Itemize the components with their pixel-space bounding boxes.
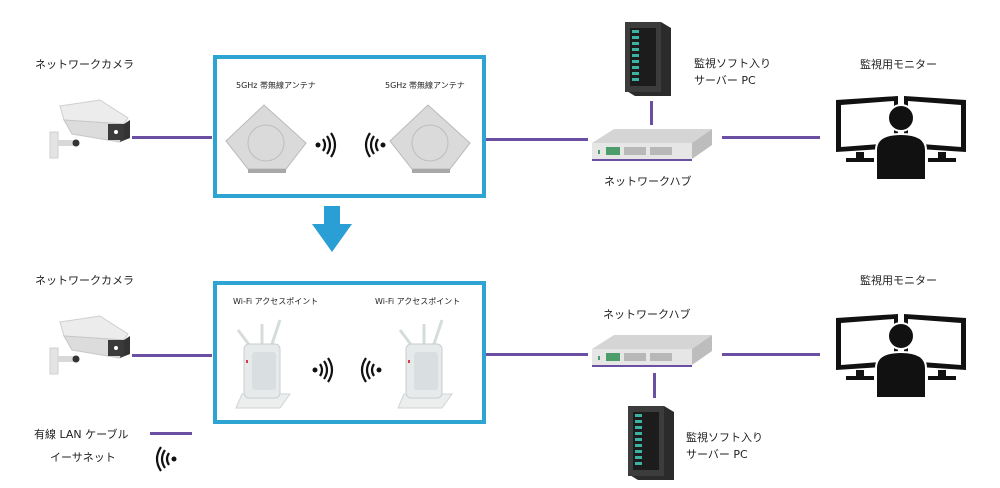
top-camera-label: ネットワークカメラ	[35, 58, 134, 71]
antenna-icon	[389, 103, 472, 173]
bottom-monitor-label: 監視用モニター	[860, 274, 937, 287]
server-tower-icon	[628, 402, 674, 480]
wire-hub-monitor	[722, 136, 820, 139]
antenna-icon	[225, 103, 308, 173]
wireless-signal-icon	[360, 357, 382, 383]
ap-left-label: Wi-Fi アクセスポイント	[233, 297, 319, 306]
legend-wire-sample	[150, 432, 192, 435]
top-monitor-label: 監視用モニター	[860, 58, 937, 71]
top-server-label-1: 監視ソフト入り	[694, 57, 771, 70]
wireless-signal-icon	[315, 132, 337, 158]
operator-monitor-icon	[836, 96, 966, 181]
wireless-signal-icon	[364, 132, 386, 158]
wire-hub-monitor	[722, 353, 820, 356]
security-camera-icon	[49, 98, 132, 163]
network-hub-icon	[592, 127, 712, 165]
operator-monitor-icon	[836, 314, 966, 399]
wire-camera-ap	[132, 354, 212, 357]
wifi-router-icon	[397, 319, 454, 410]
wifi-router-icon	[235, 319, 292, 410]
wire-antenna-hub	[486, 138, 588, 141]
wireless-signal-icon	[312, 357, 334, 383]
antenna-right-label: 5GHz 帯無線アンテナ	[385, 81, 465, 90]
legend-wired-label: 有線 LAN ケーブル	[34, 428, 129, 441]
network-hub-icon	[592, 333, 712, 371]
bottom-camera-label: ネットワークカメラ	[35, 274, 134, 287]
bottom-server-label-2: サーバー PC	[686, 448, 748, 461]
antenna-left-label: 5GHz 帯無線アンテナ	[236, 81, 316, 90]
wireless-signal-icon	[155, 446, 177, 472]
bottom-server-label-1: 監視ソフト入り	[686, 431, 763, 444]
bottom-hub-label: ネットワークハブ	[603, 308, 691, 321]
ap-right-label: Wi-Fi アクセスポイント	[375, 297, 461, 306]
wire-ap-hub	[486, 353, 588, 356]
wire-camera-antenna	[132, 136, 212, 139]
server-tower-icon	[625, 18, 671, 96]
wire-server-hub	[650, 101, 653, 125]
security-camera-icon	[49, 314, 132, 379]
legend-wireless-label: イーサネット	[50, 451, 116, 464]
wire-hub-server	[653, 373, 656, 398]
top-hub-label: ネットワークハブ	[604, 175, 692, 188]
arrow-down-icon	[312, 206, 352, 252]
top-server-label-2: サーバー PC	[694, 74, 756, 87]
